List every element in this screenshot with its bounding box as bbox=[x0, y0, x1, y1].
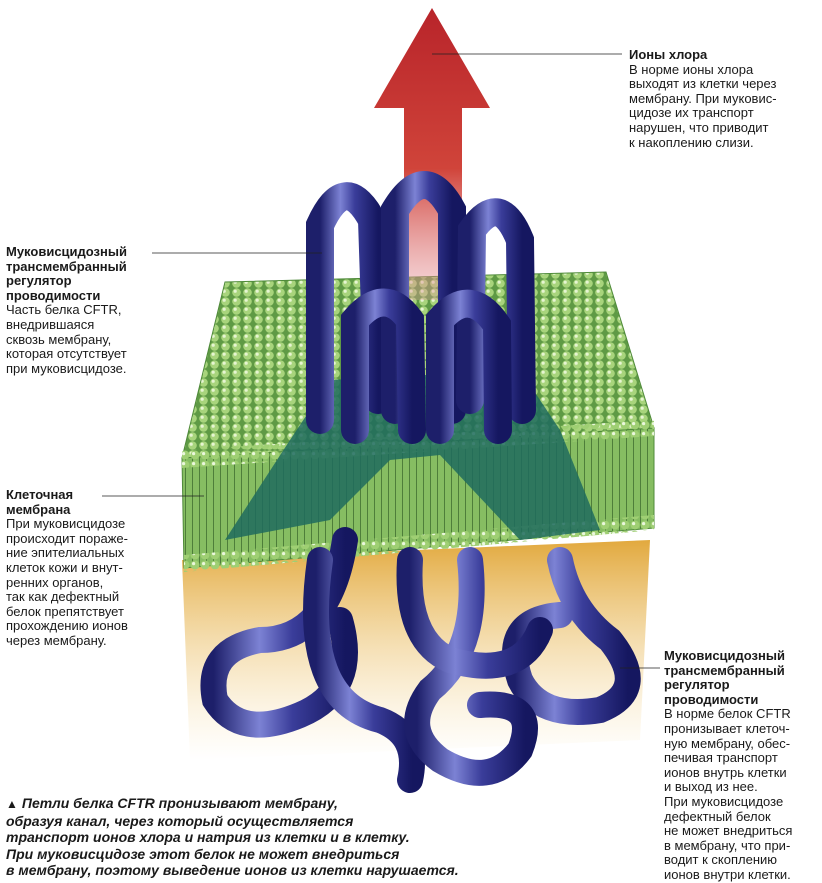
caption-text: Петли белка CFTR пронизывают мембрану, о… bbox=[6, 795, 459, 879]
label-cftr-bottom-heading: Муковисцидозный трансмембранный регулято… bbox=[664, 648, 785, 707]
label-cftr-top-heading: Муковисцидозный трансмембранный регулято… bbox=[6, 244, 127, 303]
protein-loops-top bbox=[306, 171, 536, 444]
label-chloride-ions: Ионы хлора В норме ионы хлора выходят из… bbox=[629, 47, 819, 150]
label-cell-membrane-heading: Клеточная мембрана bbox=[6, 487, 74, 517]
protein-coils-bottom bbox=[200, 527, 641, 793]
label-cftr-top: Муковисцидозный трансмембранный регулято… bbox=[6, 244, 156, 376]
label-chloride-ions-text: В норме ионы хлора выходят из клетки чер… bbox=[629, 61, 777, 150]
leader-lines bbox=[102, 53, 660, 669]
label-cell-membrane-text: При муковисцидозе происходит пораже- ние… bbox=[6, 516, 128, 648]
figure-caption: ▲Петли белка CFTR пронизывают мембрану, … bbox=[6, 795, 526, 879]
label-cftr-bottom: Муковисцидозный трансмембранный регулято… bbox=[664, 648, 820, 883]
caption-marker-icon: ▲ bbox=[6, 797, 18, 811]
label-cftr-top-text: Часть белка CFTR, внедрившаяся сквозь ме… bbox=[6, 302, 127, 376]
label-chloride-ions-heading: Ионы хлора bbox=[629, 47, 708, 62]
label-cftr-bottom-text: В норме белок CFTR пронизывает клеточ- н… bbox=[664, 706, 793, 882]
label-cell-membrane: Клеточная мембрана При муковисцидозе про… bbox=[6, 487, 156, 649]
